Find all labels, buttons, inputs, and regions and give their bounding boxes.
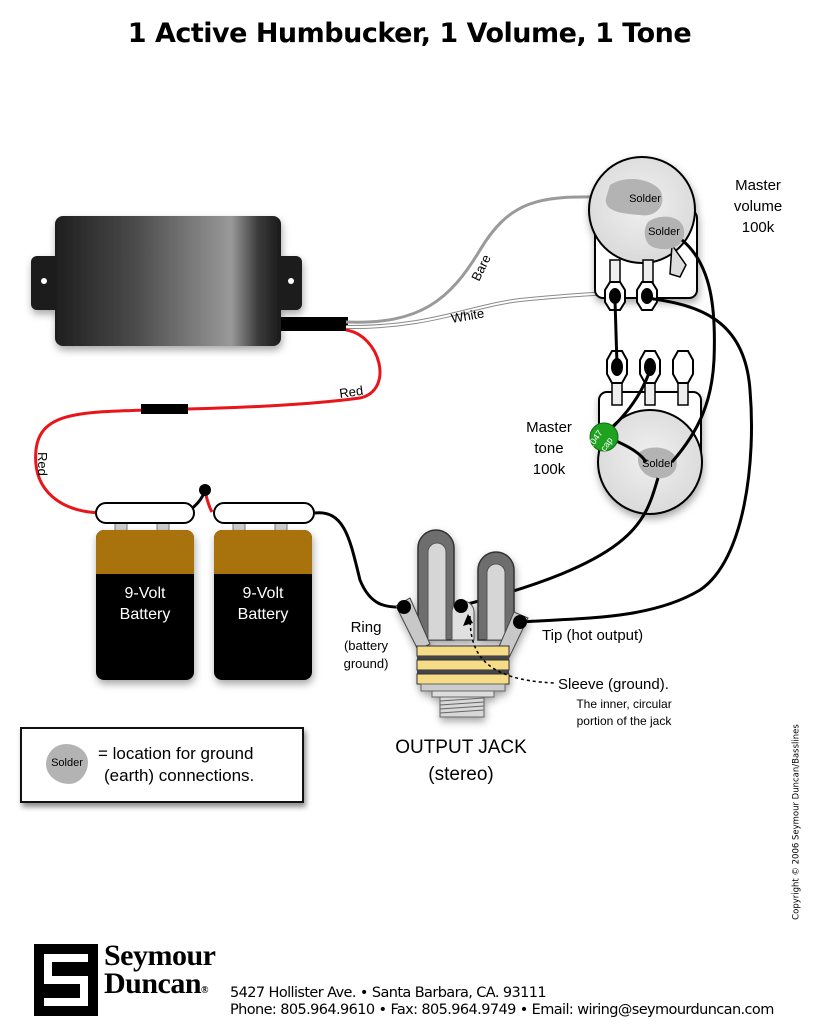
volume-solder-label-1: Solder <box>629 193 661 205</box>
battery-1-label-line2: Battery <box>120 606 171 623</box>
heat-shrink <box>141 404 188 414</box>
brand-name: Seymour Duncan® <box>104 939 216 1000</box>
active-humbucker-pickup <box>31 216 302 346</box>
tone-lug-eye-3 <box>672 350 694 384</box>
diagram-title: 1 Active Humbucker, 1 Volume, 1 Tone <box>127 18 692 49</box>
volume-label-line2: volume <box>734 198 782 215</box>
wire-battery-to-ring <box>314 511 405 609</box>
seymour-duncan-logo-icon <box>34 944 98 1016</box>
battery-2 <box>213 502 315 680</box>
battery-junction-dot <box>199 484 211 496</box>
red-wire-label-left: Red <box>35 452 50 476</box>
tone-solder-label: Solder <box>642 458 674 470</box>
ring-terminal <box>397 600 411 614</box>
sleeve-pointer-arrow <box>463 614 473 626</box>
bare-wire-label: Bare <box>468 252 494 283</box>
battery-2-label-line1: 9-Volt <box>243 585 284 602</box>
master-tone-pot <box>597 350 703 515</box>
volume-solder-label-2: Solder <box>648 226 680 238</box>
red-wire-label-top: Red <box>338 383 364 401</box>
volume-label-line3: 100k <box>742 219 775 236</box>
output-jack-subtitle: (stereo) <box>428 764 493 785</box>
sleeve-note-line1: The inner, circular <box>576 697 671 711</box>
master-volume-pot <box>588 156 698 311</box>
mount-hole-right <box>288 278 294 284</box>
volume-lug-3 <box>669 242 687 278</box>
tone-capacitor <box>589 422 619 452</box>
mount-hole-left <box>41 278 47 284</box>
wire-tone-solder-to-sleeve <box>459 477 660 608</box>
wire-volume-ground-to-tone-solder <box>670 238 716 463</box>
sleeve-pointer-line <box>469 615 556 684</box>
battery-1-label-line1: 9-Volt <box>125 585 166 602</box>
ring-note-line2: ground) <box>344 656 389 671</box>
pickup-cable-jacket <box>281 317 348 331</box>
tip-label: Tip (hot output) <box>542 627 643 644</box>
tone-label-line1: Master <box>526 419 572 436</box>
tone-solder-blob <box>637 447 677 479</box>
volume-solder-blob-1 <box>605 178 663 216</box>
output-jack-title: OUTPUT JACK <box>395 737 527 758</box>
volume-solder-blob-2 <box>644 216 685 250</box>
white-wire-label: White <box>450 305 485 326</box>
tone-label-line2: tone <box>534 440 563 457</box>
ring-note-line1: (battery <box>344 638 389 653</box>
tone-label-line3: 100k <box>533 461 566 478</box>
copyright-notice: Copyright © 2006 Seymour Duncan/Bassline… <box>791 724 802 920</box>
battery-2-label-line2: Battery <box>238 606 289 623</box>
battery-1 <box>95 502 195 680</box>
ring-label: Ring <box>351 619 382 636</box>
battery-1-snap <box>95 502 195 524</box>
tip-terminal <box>513 615 527 629</box>
volume-label-line1: Master <box>735 177 781 194</box>
contact-info: 5427 Hollister Ave. • Santa Barbara, CA.… <box>230 985 774 1019</box>
output-jack <box>395 529 556 718</box>
sleeve-note-line2: portion of the jack <box>577 714 673 728</box>
sleeve-label: Sleeve (ground). <box>558 676 669 693</box>
pickup-cover <box>55 216 281 346</box>
legend-text: = location for ground (earth) connection… <box>98 744 255 785</box>
battery-2-snap <box>213 502 315 524</box>
solder-blob-icon: Solder <box>46 744 88 784</box>
address-line: 5427 Hollister Ave. • Santa Barbara, CA.… <box>230 985 547 1001</box>
sleeve-terminal <box>454 599 468 613</box>
bare-wire <box>345 195 601 324</box>
contact-line: Phone: 805.964.9610 • Fax: 805.964.9749 … <box>230 1002 774 1018</box>
solder-legend: Solder = location for ground (earth) con… <box>20 727 304 803</box>
white-wire-core <box>345 292 613 329</box>
wire-volume-to-tip <box>519 296 753 624</box>
wire-volume-to-tone-lug1 <box>613 299 619 366</box>
